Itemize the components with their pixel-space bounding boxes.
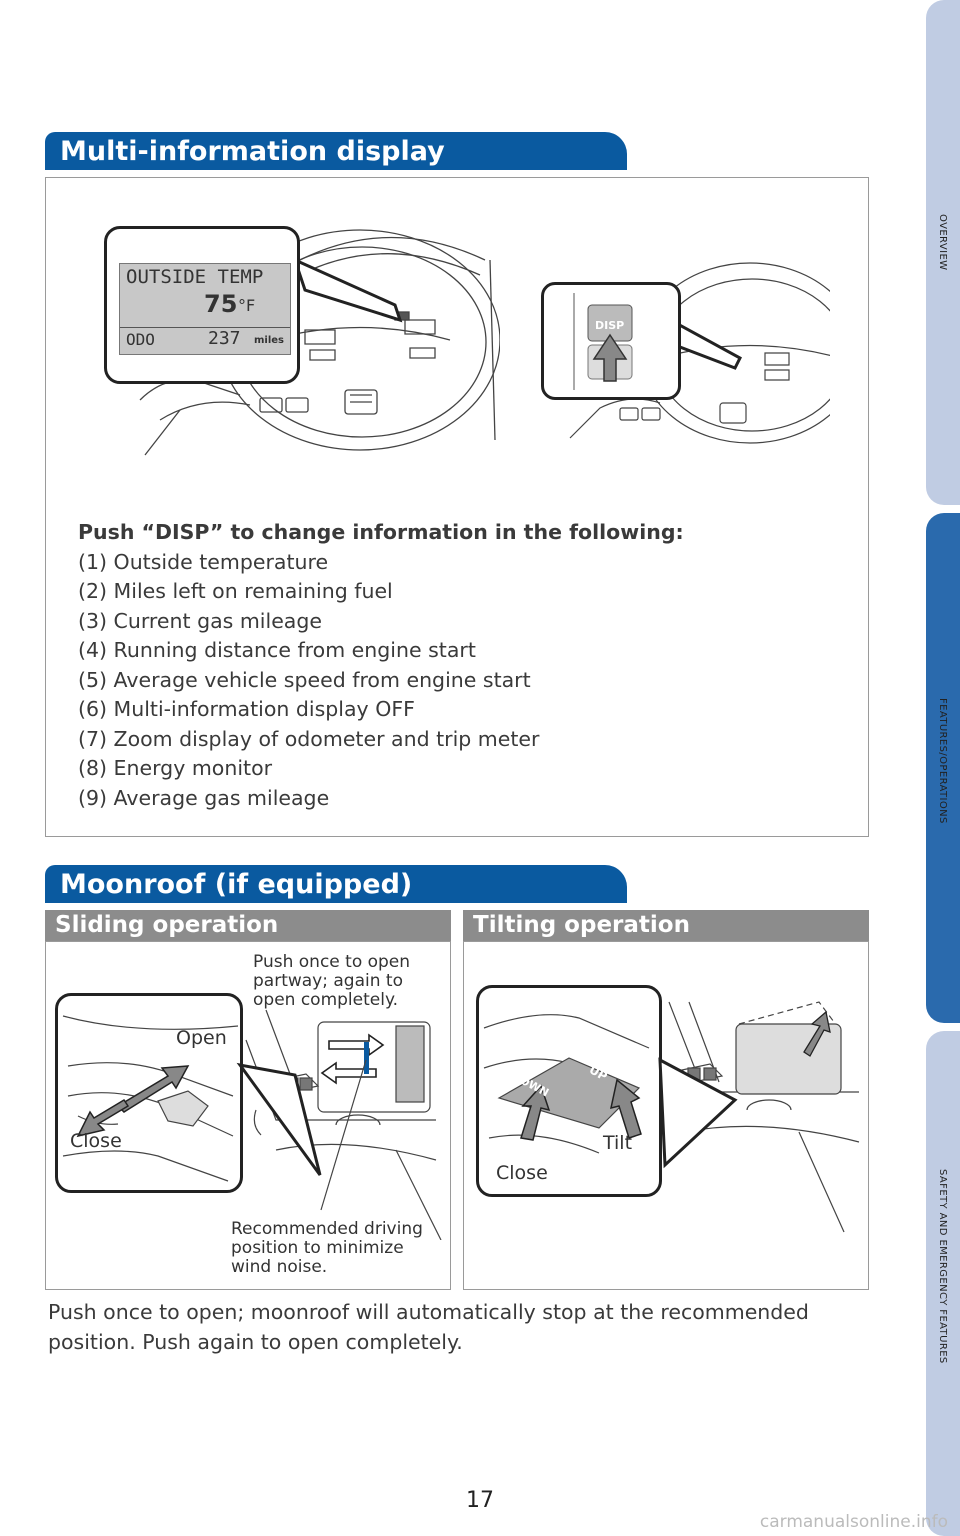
sliding-switch-illustration [62, 1015, 239, 1182]
note-line: partway; again to [253, 971, 403, 991]
disp-button-illustration [573, 293, 633, 390]
subheading-sliding: Sliding operation [45, 910, 451, 941]
sliding-note-top: Push once to open partway; again to open… [253, 953, 410, 1010]
subheading-tilting: Tilting operation [463, 910, 869, 941]
disp-info-list: Push “DISP” to change information in the… [78, 518, 684, 813]
section-title-text: Moonroof (if equipped) [60, 869, 413, 900]
list-item: (6) Multi-information display OFF [78, 697, 415, 721]
list-item: (4) Running distance from engine start [78, 638, 476, 662]
list-item: (2) Miles left on remaining fuel [78, 579, 393, 603]
list-item: (1) Outside temperature [78, 549, 329, 574]
sliding-note-bottom: Recommended driving position to minimize… [231, 1220, 423, 1277]
sliding-callout-pointer [236, 1062, 322, 1176]
note-line: position to minimize [231, 1238, 404, 1258]
lcd-callout-frame: OUTSIDE TEMP 75 °F ODO 237 miles [104, 226, 300, 384]
disp-intro: Push “DISP” to change information in the… [78, 520, 684, 544]
side-tab-label: OVERVIEW [937, 214, 948, 271]
lcd-temp-unit: °F [238, 296, 256, 315]
disp-callout-frame: DISP [541, 282, 681, 400]
watermark: carmanualsonline.info [759, 1512, 948, 1532]
note-line: open completely. [253, 990, 398, 1010]
sliding-callout-frame: Open Close [55, 993, 243, 1193]
note-line: wind noise. [231, 1257, 328, 1277]
list-item: (9) Average gas mileage [78, 785, 330, 810]
moonroof-footer-text: Push once to open; moonroof will automat… [48, 1300, 809, 1354]
disp-button-label: DISP [595, 319, 625, 332]
subheading-text: Tilting operation [473, 912, 690, 938]
note-line: Recommended driving [231, 1219, 423, 1239]
section-title-moonroof: Moonroof (if equipped) [45, 865, 627, 903]
tilting-callout-frame: OWN UP Tilt Close [476, 985, 662, 1197]
list-item: (3) Current gas mileage [78, 608, 322, 633]
lcd-temp-value: 75 [204, 290, 238, 318]
open-label: Open [176, 1027, 227, 1049]
tilting-close-label: Close [496, 1162, 548, 1184]
page-number: 17 [466, 1488, 494, 1513]
tilting-callout-pointer [658, 1057, 738, 1169]
list-item: (7) Zoom display of odometer and trip me… [78, 726, 540, 751]
side-tab-safety[interactable]: SAFETY AND EMERGENCY FEATURES [926, 1031, 960, 1536]
subheading-text: Sliding operation [55, 912, 279, 938]
tilting-switch-illustration [483, 1014, 650, 1154]
lcd-screen: OUTSIDE TEMP 75 °F ODO 237 miles [119, 263, 291, 355]
side-tabs: OVERVIEW FEATURES/OPERATIONS SAFETY AND … [926, 0, 960, 1536]
lcd-odo-unit: miles [254, 335, 285, 346]
list-item: (5) Average vehicle speed from engine st… [78, 667, 531, 692]
lcd-odo-value: 237 [208, 328, 241, 349]
side-tab-overview[interactable]: OVERVIEW [926, 0, 960, 505]
dashboard-illustration-left [139, 229, 500, 456]
close-label: Close [70, 1130, 122, 1152]
side-tab-label: SAFETY AND EMERGENCY FEATURES [937, 1169, 948, 1364]
lcd-odo-label: ODO [126, 330, 155, 349]
side-tab-features[interactable]: FEATURES/OPERATIONS [926, 513, 960, 1023]
note-line: Push once to open [253, 952, 411, 972]
section-title-multi-info: Multi-information display [45, 132, 627, 170]
lcd-divider [120, 327, 290, 328]
sliding-illustration [245, 1009, 442, 1240]
tilt-label: Tilt [603, 1132, 633, 1154]
lcd-line1: OUTSIDE TEMP [126, 266, 264, 288]
section-title-text: Multi-information display [60, 136, 445, 167]
tilting-illustration [668, 1001, 860, 1233]
side-tab-label: FEATURES/OPERATIONS [937, 698, 948, 824]
list-item: (8) Energy monitor [78, 756, 273, 780]
